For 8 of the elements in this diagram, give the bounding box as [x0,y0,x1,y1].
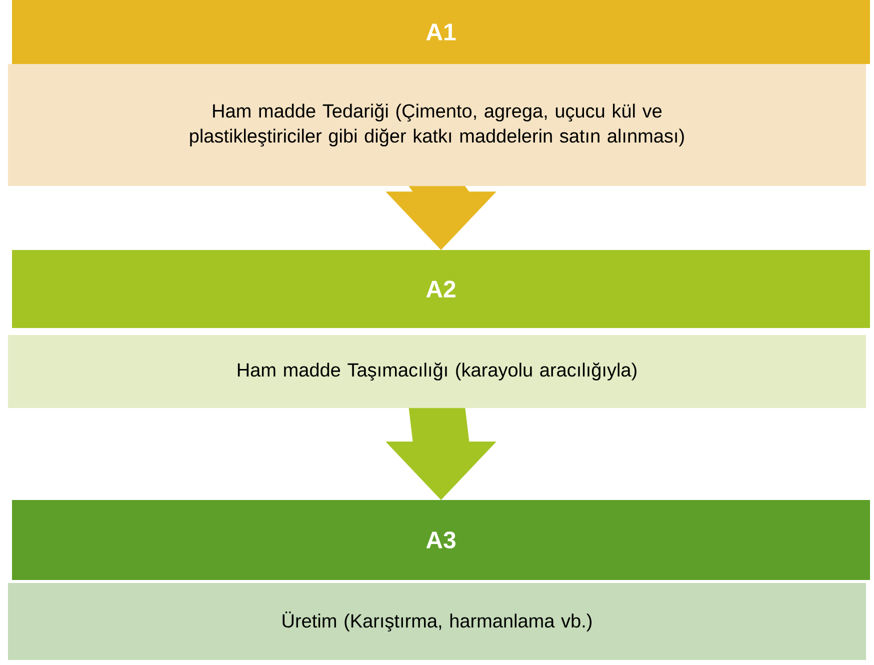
header-bar: A1 [12,0,870,64]
process-box: Ham madde Tedariği (Çimento, agrega, uçucu kül ve plastikleştiriciler gibi diğer katkı maddelerin satın alınması) [8,64,866,186]
header-bar: A3 [12,500,870,580]
process-box: Üretim (Karıştırma, harmanlama vb.) [8,583,866,660]
block-arrow [386,186,496,250]
header-bar: A2 [12,250,870,328]
block-arrow [386,408,496,500]
process-box: Ham madde Taşımacılığı (karayolu aracılığıyla) [8,335,866,408]
